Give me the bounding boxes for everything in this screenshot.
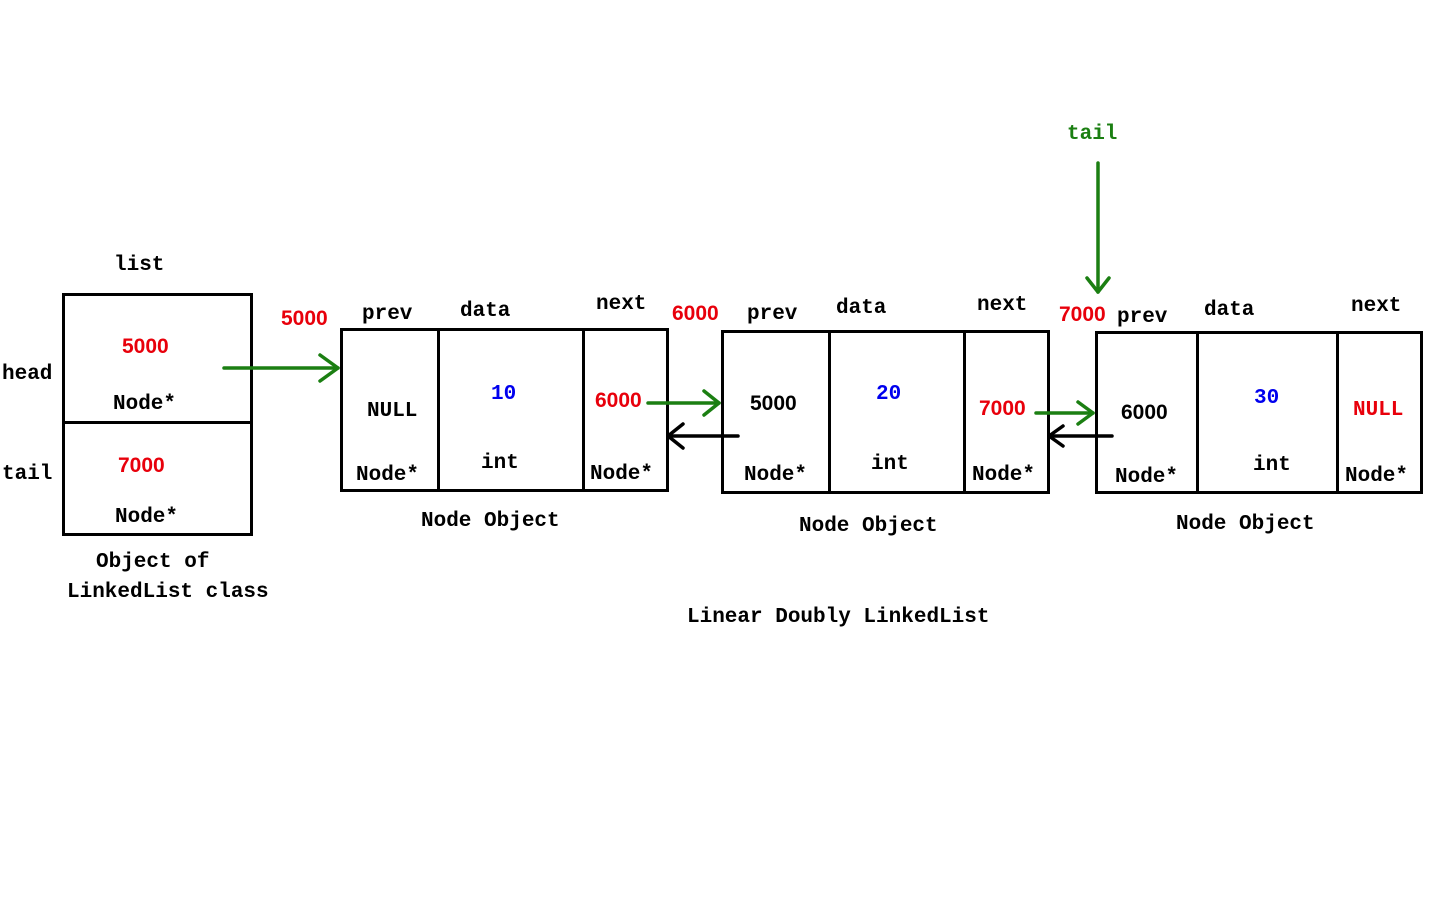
- tail-pointer-label: tail: [1067, 123, 1118, 146]
- node-divider: [1336, 331, 1339, 494]
- data-value: 20: [876, 383, 902, 406]
- data-value: 30: [1254, 387, 1280, 410]
- data-field-label: data: [1204, 299, 1255, 322]
- next-field-label: next: [977, 294, 1028, 317]
- prev-field-label: prev: [1117, 306, 1168, 329]
- node-caption: Node Object: [1176, 513, 1315, 536]
- next-value: 7000: [979, 397, 1026, 420]
- prev-type: Node*: [744, 464, 808, 487]
- data-value: 10: [491, 383, 517, 406]
- node-divider: [963, 330, 966, 494]
- linkedlist-divider: [62, 421, 253, 424]
- node-address: 6000: [672, 302, 719, 325]
- node-divider: [828, 330, 831, 494]
- prev-value: NULL: [367, 400, 418, 423]
- tail-field-label: tail: [2, 463, 53, 486]
- head-type: Node*: [113, 393, 177, 416]
- next-type: Node*: [590, 463, 654, 486]
- prev-type: Node*: [356, 464, 420, 487]
- data-field-label: data: [460, 300, 511, 323]
- diagram-caption: Linear Doubly LinkedList: [687, 606, 990, 629]
- node-divider: [1196, 331, 1199, 494]
- linkedlist-caption-line2: LinkedList class: [67, 581, 269, 604]
- data-type: int: [481, 452, 519, 475]
- node-box: [1095, 331, 1423, 494]
- next-type: Node*: [1345, 465, 1409, 488]
- next-value: NULL: [1353, 399, 1404, 422]
- node-divider: [437, 328, 440, 492]
- linkedlist-caption-line1: Object of: [96, 551, 210, 574]
- data-type: int: [871, 453, 909, 476]
- tail-value: 7000: [118, 454, 165, 477]
- linkedlist-box: [62, 293, 253, 536]
- prev-field-label: prev: [747, 303, 798, 326]
- node-address: 7000: [1059, 303, 1106, 326]
- head-value: 5000: [122, 335, 169, 358]
- node-caption: Node Object: [421, 510, 560, 533]
- next-field-label: next: [596, 293, 647, 316]
- prev-type: Node*: [1115, 466, 1179, 489]
- next-field-label: next: [1351, 295, 1402, 318]
- node-address: 5000: [281, 307, 328, 330]
- node2-prev-arrow: [666, 422, 740, 450]
- node1-next-arrow: [646, 389, 721, 417]
- tail-type: Node*: [115, 506, 179, 529]
- data-type: int: [1253, 454, 1291, 477]
- next-value: 6000: [595, 389, 642, 412]
- list-variable-label: list: [114, 254, 165, 277]
- data-field-label: data: [836, 297, 887, 320]
- next-type: Node*: [972, 464, 1036, 487]
- prev-value: 5000: [750, 392, 797, 415]
- node-caption: Node Object: [799, 515, 938, 538]
- head-field-label: head: [2, 363, 53, 386]
- node-divider: [582, 328, 585, 492]
- prev-value: 6000: [1121, 401, 1168, 424]
- node-box: [340, 328, 669, 492]
- node3-prev-arrow: [1047, 424, 1114, 448]
- node2-next-arrow: [1034, 400, 1095, 426]
- head-to-node1-arrow: [222, 353, 340, 383]
- prev-field-label: prev: [362, 303, 413, 326]
- tail-pointer-arrow: [1085, 161, 1111, 294]
